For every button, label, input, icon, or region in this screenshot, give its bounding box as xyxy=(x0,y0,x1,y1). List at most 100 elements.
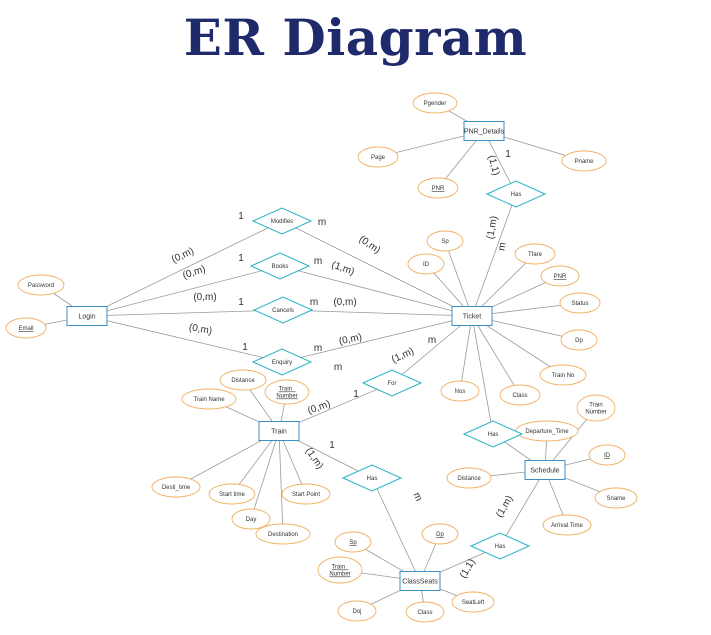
attribute-ellipse xyxy=(440,380,480,402)
attribute-ellipse xyxy=(405,601,445,623)
cardinality-label: (1,1) xyxy=(485,154,501,177)
attribute-label: ID xyxy=(423,262,430,268)
attribute-distance-train: Distance xyxy=(219,369,267,391)
attribute-pname: Pname xyxy=(561,150,607,172)
cardinality-label: 1 xyxy=(329,440,335,451)
connector-line xyxy=(281,315,473,363)
attribute-ellipse xyxy=(417,177,459,199)
entity-box xyxy=(463,121,505,141)
attribute-seats-dp: Dp xyxy=(421,523,459,545)
attribute-ellipse xyxy=(255,523,311,545)
attribute-ellipse xyxy=(181,388,237,410)
attribute-arrival-time: Arrival Time xyxy=(542,514,592,536)
cardinality-label: m xyxy=(428,335,436,346)
attribute-ticket-sp: Sp xyxy=(426,230,464,252)
attribute-departure-time: Departure_Time xyxy=(515,420,579,442)
attribute-label: Dp xyxy=(436,532,444,538)
relationship-diamond xyxy=(341,464,403,492)
relationship-label: Books xyxy=(272,264,289,270)
attribute-label: Page xyxy=(371,155,386,161)
attribute-seats-trainno: Train_Number xyxy=(317,556,363,584)
entity-login: Login xyxy=(66,306,108,326)
attribute-label: Distance xyxy=(231,378,255,384)
attribute-label: Password xyxy=(28,283,54,289)
cardinality-label: (1,m) xyxy=(485,215,500,240)
connector-line xyxy=(391,315,473,384)
connector-line xyxy=(231,430,280,495)
connector-line xyxy=(279,265,473,317)
cardinality-label: (0,m) xyxy=(181,264,207,282)
attribute-label: Pname xyxy=(574,159,594,165)
attribute-ellipse xyxy=(317,556,363,584)
attribute-ellipse xyxy=(540,265,580,287)
attribute-ellipse xyxy=(412,92,458,114)
cardinality-label: 1 xyxy=(505,149,511,160)
attribute-tfare: Tfare xyxy=(514,243,556,265)
connector-line xyxy=(499,469,546,547)
attribute-start-time: Start time xyxy=(208,483,256,505)
attribute-ellipse xyxy=(451,591,495,613)
relationship-cancels: Cancels xyxy=(252,296,314,324)
cardinality-label: (1,m) xyxy=(330,259,356,277)
relationship-diamond xyxy=(251,348,313,376)
cardinality-label: (0,m) xyxy=(338,332,363,348)
attribute-label: Sp xyxy=(441,239,449,245)
attribute-sname: Sname xyxy=(594,487,638,509)
cardinality-label: (1,m) xyxy=(494,494,515,520)
attribute-label: Departure_Time xyxy=(525,429,569,435)
cardinality-label: m xyxy=(411,491,424,503)
connector-line xyxy=(86,220,283,317)
cardinality-label: (1,1) xyxy=(458,557,478,580)
attribute-pgender: Pgender xyxy=(412,92,458,114)
connector-line xyxy=(471,315,521,396)
attribute-class-s: Class xyxy=(405,601,445,623)
attribute-ellipse xyxy=(334,531,372,553)
attribute-ellipse xyxy=(208,483,256,505)
attribute-ellipse xyxy=(17,274,65,296)
relationship-books: Books xyxy=(249,252,311,280)
attribute-ellipse xyxy=(219,369,267,391)
connector-line xyxy=(278,430,307,495)
attribute-label: PNR xyxy=(432,186,445,192)
attribute-status: Status xyxy=(559,292,601,314)
relationship-label: Modifies xyxy=(271,219,293,225)
attribute-label: SeatLeft xyxy=(462,600,485,606)
attribute-ellipse xyxy=(542,514,592,536)
cardinality-label: m xyxy=(334,362,342,373)
attribute-label: Day xyxy=(246,517,257,523)
connector-line xyxy=(281,220,473,317)
cardinality-label: (0,m) xyxy=(333,297,356,308)
connector-line xyxy=(444,240,473,317)
connector-line xyxy=(371,477,421,582)
attribute-label: Dp xyxy=(575,338,583,344)
entity-label: Train xyxy=(271,429,287,436)
attribute-label: Class xyxy=(417,610,432,616)
relationship-has-schedule: Has xyxy=(462,420,524,448)
attribute-ticket-id: ID xyxy=(407,253,445,275)
cardinality-label: 1 xyxy=(242,342,248,353)
attribute-label: Train xyxy=(589,403,602,409)
cardinality-label: 1 xyxy=(238,297,244,308)
attribute-label: Number xyxy=(585,410,606,416)
cardinality-label: 1 xyxy=(353,389,359,400)
attribute-label: Start Point xyxy=(292,492,320,498)
attribute-label: PNR xyxy=(554,274,567,280)
cardinality-label: 1 xyxy=(238,211,244,222)
attribute-label: Doj xyxy=(352,609,361,615)
cardinality-label: (1,m) xyxy=(390,346,416,366)
attribute-label: Train No xyxy=(552,373,575,379)
connector-line xyxy=(86,309,284,317)
entity-label: ClassSeats xyxy=(402,579,438,586)
entity-box xyxy=(451,306,493,326)
attribute-label: Train_ xyxy=(279,387,296,393)
attribute-ticket-pnr: PNR xyxy=(540,265,580,287)
relationship-has-seats-schedule: Has xyxy=(469,532,531,560)
attribute-pnr-key: PNR xyxy=(417,177,459,199)
entity-label: Ticket xyxy=(463,314,481,321)
connector-line xyxy=(86,315,283,363)
relationship-diamond xyxy=(462,420,524,448)
relationship-modifies: Modifies xyxy=(251,207,313,235)
connector-line xyxy=(459,315,473,392)
connector-line xyxy=(278,430,284,535)
entity-label: PNR_Details xyxy=(464,129,505,136)
